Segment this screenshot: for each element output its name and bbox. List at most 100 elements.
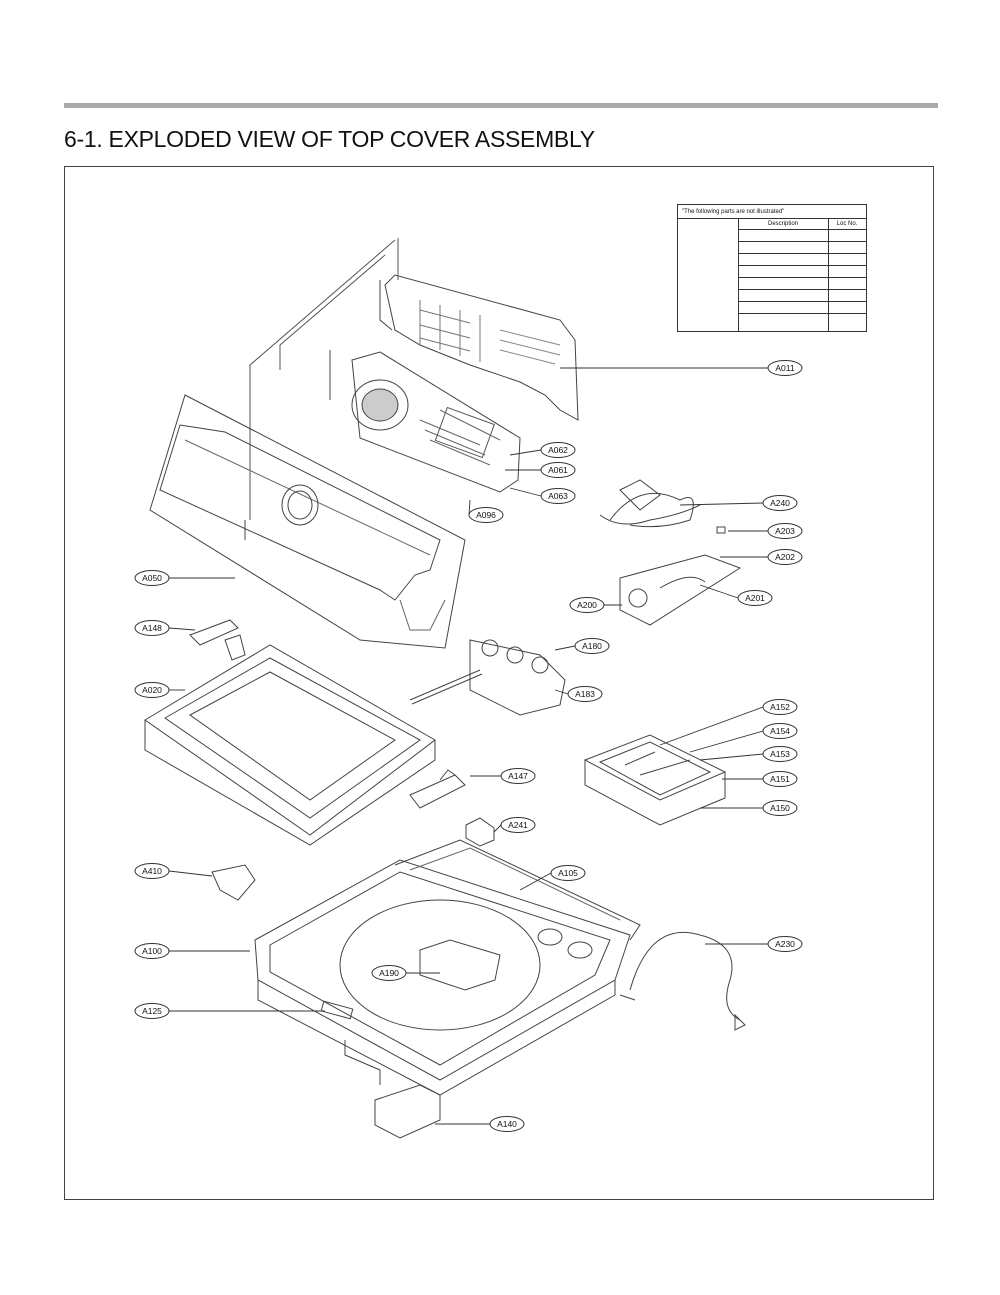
callout-label: A063 [548, 491, 568, 501]
callout-label: A154 [770, 726, 790, 736]
bracket-part [409, 769, 466, 809]
callout-a154: A154 [689, 723, 798, 753]
callout-label: A190 [379, 968, 399, 978]
callout-a150: A150 [700, 800, 798, 816]
callout-bubble [767, 523, 803, 539]
power-cord-part [629, 931, 741, 1021]
callout-label: A201 [745, 593, 765, 603]
callout-label: A125 [142, 1006, 162, 1016]
leader-line [168, 627, 196, 631]
callout-a105: A105 [519, 865, 586, 891]
callout-a063: A063 [509, 487, 576, 504]
funnel-part [211, 864, 256, 901]
callout-label: A011 [775, 363, 794, 373]
leader-line [468, 499, 471, 516]
callout-bubble [134, 620, 170, 636]
control-panel-cover-part [149, 394, 466, 649]
table-grid: Description Loc No. [678, 219, 866, 331]
callout-bubble [134, 1003, 170, 1019]
callout-bubble [737, 590, 773, 606]
callout-label: A152 [770, 702, 790, 712]
callout-bubble [540, 488, 576, 504]
leader-line [168, 870, 213, 877]
main-top-body-part [254, 839, 641, 1096]
callout-a200: A200 [569, 597, 622, 613]
callout-bubble [762, 495, 798, 511]
callout-bubble [134, 863, 170, 879]
callout-a062: A062 [509, 442, 576, 458]
table-row [738, 241, 866, 242]
callout-a230: A230 [705, 936, 803, 952]
callout-bubble [567, 686, 603, 702]
callout-bubble [500, 817, 536, 833]
callout-bubble [540, 462, 576, 478]
callout-a410: A410 [134, 863, 213, 879]
lid-switch-part [419, 939, 501, 991]
callout-a096: A096 [468, 499, 504, 523]
callout-a140: A140 [435, 1116, 525, 1132]
callout-bubble [767, 936, 803, 952]
callout-label: A140 [497, 1119, 517, 1129]
callout-label: A100 [142, 946, 162, 956]
callout-label: A151 [770, 774, 790, 784]
leader-line [554, 689, 569, 695]
part-drawings [144, 238, 746, 1139]
not-illustrated-parts-table: "The following parts are not illustrated… [677, 204, 867, 332]
callout-a148: A148 [134, 620, 196, 636]
leader-line [519, 872, 552, 891]
callout-label: A240 [770, 498, 790, 508]
callout-label: A050 [142, 573, 162, 583]
callout-a240: A240 [679, 495, 798, 511]
leader-line [659, 706, 764, 746]
callout-a061: A061 [505, 462, 576, 478]
diagram-frame [64, 166, 934, 1200]
callout-a190: A190 [371, 965, 440, 981]
callout-label: A183 [575, 689, 595, 699]
description-header: Description [738, 219, 829, 230]
callout-group: A011A062A061A063A096A240A203A202A201A200… [134, 360, 803, 1132]
callout-a201: A201 [699, 584, 773, 606]
callout-label: A105 [558, 868, 578, 878]
callout-a241: A241 [493, 817, 536, 833]
top-cover-frame-part [144, 644, 436, 846]
callout-bubble [762, 723, 798, 739]
callout-a020: A020 [134, 682, 185, 698]
wire-harness-part [599, 479, 701, 528]
callout-label: A148 [142, 623, 162, 633]
callout-bubble [371, 965, 407, 981]
callout-bubble [550, 865, 586, 881]
callout-label: A410 [142, 866, 162, 876]
handle-part [320, 1000, 354, 1020]
header-rule [64, 103, 938, 108]
callout-bubble [134, 943, 170, 959]
callout-a153: A153 [699, 746, 798, 762]
callout-label: A200 [577, 600, 597, 610]
table-row [738, 289, 866, 290]
callout-a125: A125 [134, 1003, 325, 1019]
page-title: 6-1. EXPLODED VIEW OF TOP COVER ASSEMBLY [64, 126, 595, 152]
callout-a202: A202 [720, 549, 803, 565]
callout-a100: A100 [134, 943, 250, 959]
callout-bubble [540, 442, 576, 458]
lid-lock-part [344, 1040, 441, 1139]
callout-a151: A151 [722, 771, 798, 787]
callout-bubble [762, 746, 798, 762]
callout-a011: A011 [560, 360, 803, 376]
callout-label: A096 [476, 510, 496, 520]
table-row [738, 253, 866, 254]
callout-bubble [489, 1116, 525, 1132]
control-pcb-part [351, 351, 521, 493]
callout-a152: A152 [659, 699, 798, 746]
water-valve-part [409, 639, 566, 716]
leader-line [509, 449, 542, 456]
callout-a050: A050 [134, 570, 235, 586]
callout-label: A241 [508, 820, 528, 830]
callout-bubble [574, 638, 610, 654]
callout-label: A147 [508, 771, 528, 781]
callout-bubble [762, 699, 798, 715]
table-row [738, 301, 866, 302]
callout-label: A061 [548, 465, 568, 475]
callout-label: A153 [770, 749, 790, 759]
table-title: "The following parts are not illustrated… [678, 206, 866, 219]
